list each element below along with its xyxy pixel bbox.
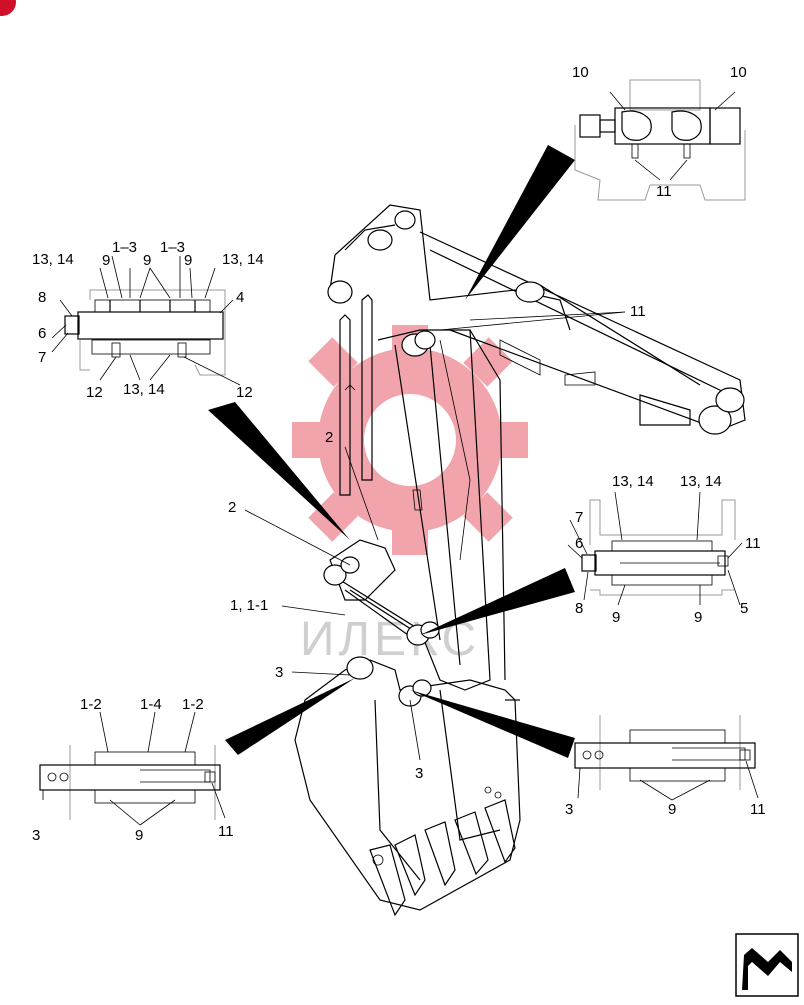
next-page-arrow-icon[interactable]: [735, 933, 799, 997]
label-11-top-right: 11: [656, 183, 672, 200]
corner-badge: [0, 0, 16, 16]
detail-top-right: [574, 79, 746, 201]
label-1-1-1: 1, 1-1: [230, 597, 268, 614]
detail-lower-left: [39, 711, 226, 826]
label-3-a: 3: [275, 664, 283, 681]
detail-upper-left: [51, 255, 241, 386]
label-13-14-ul-top-left: 13, 14: [32, 251, 74, 268]
label-7-ul: 7: [38, 349, 46, 366]
label-1-2-ll-a: 1-2: [80, 696, 102, 713]
label-9-mr-a: 9: [612, 609, 620, 626]
label-2-b: 2: [228, 499, 236, 516]
watermark-text: ИЛЕКС: [300, 613, 480, 666]
label-11-lr: 11: [750, 801, 766, 818]
label-12-ul-b: 12: [236, 384, 253, 401]
label-2-a: 2: [325, 429, 333, 446]
label-9-ul-a: 9: [102, 252, 110, 269]
label-3-lr: 3: [565, 801, 573, 818]
pointer-wedge-mid-right: [420, 568, 575, 635]
label-4-ul: 4: [236, 289, 244, 306]
label-13-14-ul-bottom: 13, 14: [123, 381, 165, 398]
label-7-mr: 7: [575, 509, 583, 526]
label-8-mr: 8: [575, 600, 583, 617]
label-11-mr: 11: [745, 535, 761, 552]
label-9-lr: 9: [668, 801, 676, 818]
label-9-ul-b: 9: [143, 252, 151, 269]
label-6-ul: 6: [38, 325, 46, 342]
label-9-ul-c: 9: [184, 252, 192, 269]
label-11-main: 11: [630, 303, 646, 320]
label-13-14-mr-a: 13, 14: [612, 473, 654, 490]
pointer-wedge-top-right: [465, 145, 575, 300]
label-1-3-ul-b: 1–3: [160, 239, 185, 256]
label-1-4-ll: 1-4: [140, 696, 162, 713]
label-10-left: 10: [572, 64, 589, 81]
label-11-ll: 11: [218, 823, 234, 840]
boom-drawing: [294, 204, 746, 917]
label-9-mr-b: 9: [694, 609, 702, 626]
label-13-14-ul-top-right: 13, 14: [222, 251, 264, 268]
label-8-ul: 8: [38, 289, 46, 306]
pointer-wedge-lower-right: [410, 690, 575, 758]
detail-lower-right: [574, 715, 759, 801]
label-1-3-ul-a: 1–3: [112, 239, 137, 256]
label-3-b: 3: [415, 765, 423, 782]
label-5-mr: 5: [740, 600, 748, 617]
pointer-wedge-upper-left: [208, 402, 350, 540]
label-6-mr: 6: [575, 535, 583, 552]
label-3-ll: 3: [32, 827, 40, 844]
detail-mid-right: [567, 491, 743, 606]
label-12-ul-a: 12: [86, 384, 103, 401]
label-10-right: 10: [730, 64, 747, 81]
label-13-14-mr-b: 13, 14: [680, 473, 722, 490]
label-1-2-ll-b: 1-2: [182, 696, 204, 713]
pointer-wedge-lower-left: [225, 678, 355, 755]
label-9-ll: 9: [135, 827, 143, 844]
